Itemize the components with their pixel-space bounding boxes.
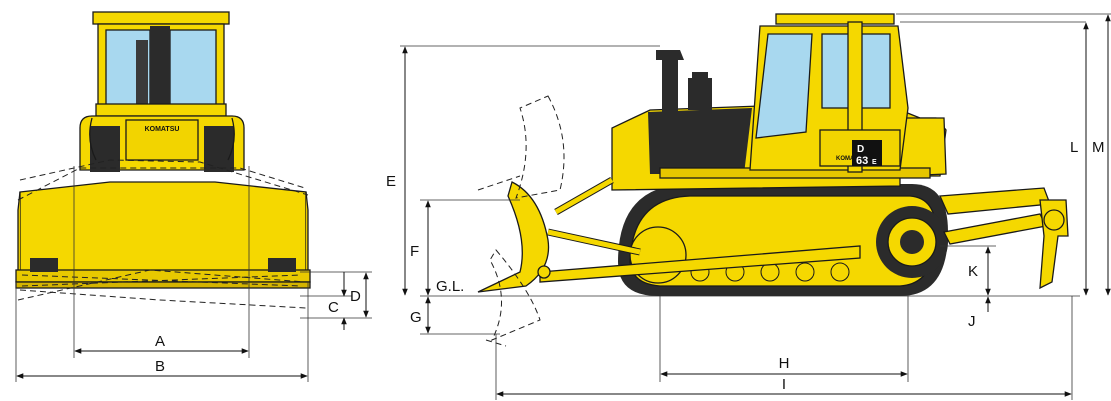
- side-blade: [477, 176, 861, 293]
- dim-label-f: F: [410, 243, 419, 260]
- dim-label-b: B: [155, 358, 165, 375]
- front-blade: [15, 181, 311, 289]
- front-blade-tilt-outline: [17, 159, 309, 309]
- dim-label-m: M: [1092, 139, 1105, 156]
- front-view: KOMATSU A: [15, 11, 372, 382]
- model-badge-suffix: E: [872, 159, 877, 166]
- side-body: [611, 105, 947, 191]
- ground-label: G.L.: [436, 278, 464, 295]
- dim-label-g: G: [410, 309, 422, 326]
- side-ripper: [939, 187, 1069, 290]
- dim-label-a: A: [155, 333, 165, 350]
- dim-label-k: K: [968, 263, 978, 280]
- side-view: G.L.: [386, 13, 1111, 400]
- dim-label-l: L: [1070, 139, 1078, 156]
- dim-label-h: H: [779, 355, 790, 372]
- dim-label-i: I: [782, 376, 786, 393]
- dim-label-d: D: [350, 288, 361, 305]
- side-cab: KOMATSU: [749, 13, 909, 173]
- dim-label-j: J: [968, 313, 976, 330]
- side-track: [618, 184, 948, 296]
- model-badge-number: 63: [856, 155, 868, 167]
- dim-label-e: E: [386, 173, 396, 190]
- front-logo: KOMATSU: [145, 126, 180, 133]
- front-cab: [92, 11, 230, 120]
- model-badge: D 63 E: [852, 140, 882, 167]
- side-logo: KOMATSU: [836, 156, 866, 162]
- front-body: KOMATSU: [79, 115, 245, 172]
- model-badge-letter: D: [857, 144, 864, 155]
- dim-label-c: C: [328, 299, 339, 316]
- side-exhaust: [656, 50, 712, 112]
